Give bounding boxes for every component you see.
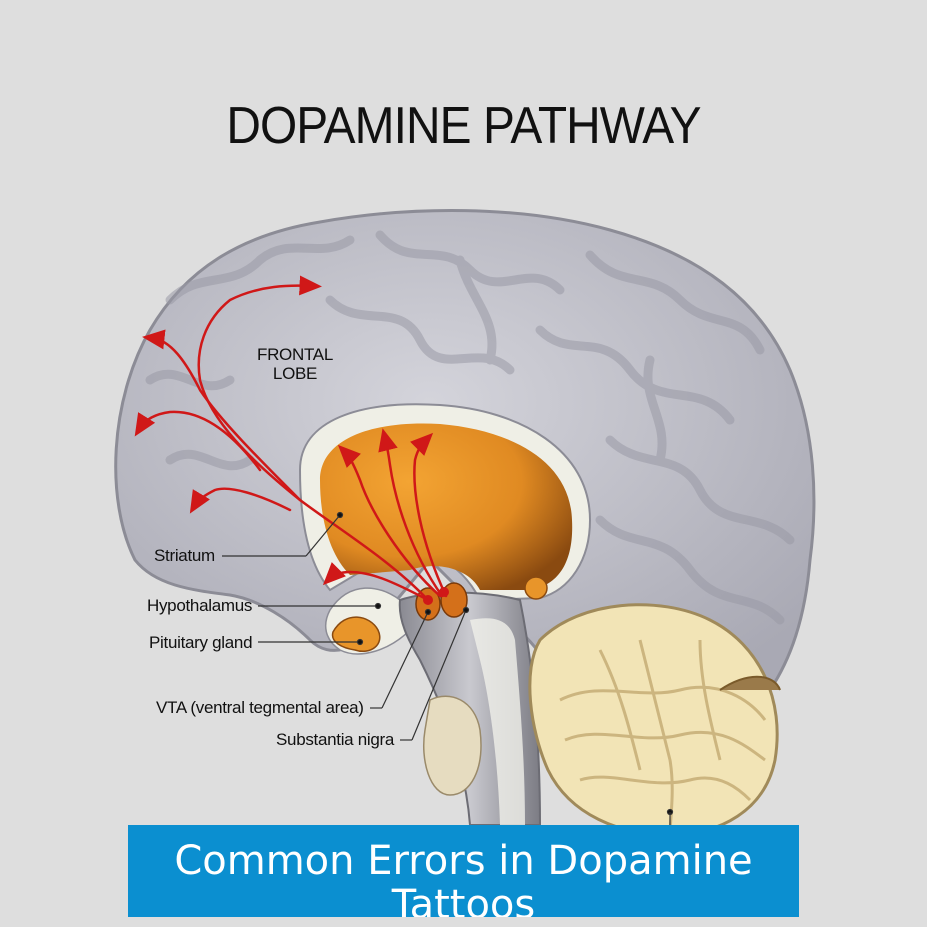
pineal-knob (524, 576, 548, 600)
gyri-texture (145, 230, 795, 625)
label-striatum: Striatum (154, 546, 215, 565)
caption-banner: Common Errors in Dopamine Tattoos (128, 825, 799, 917)
pathway-origin (439, 587, 449, 597)
label-frontal-lobe-line2: LOBE (272, 364, 318, 383)
brainstem-inner (470, 618, 525, 825)
label-frontal-lobe-line1: FRONTAL (257, 345, 333, 364)
label-frontal-lobe: FRONTAL LOBE (252, 345, 338, 383)
pathway-arrow (134, 410, 262, 472)
diagram-title: DOPAMINE PATHWAY (226, 97, 701, 155)
pathway-arrow (378, 428, 444, 598)
cerebellum-shape (528, 603, 779, 837)
cerebellum-edge (719, 675, 781, 691)
pathway-arrow (337, 444, 442, 598)
pathway-origin (423, 595, 433, 605)
pons-shape (423, 695, 482, 796)
label-vta: VTA (ventral tegmental area) (156, 698, 364, 717)
dopamine-pathways (134, 275, 448, 602)
label-pituitary-gland: Pituitary gland (149, 633, 253, 652)
label-substantia-nigra: Substantia nigra (276, 730, 395, 749)
pathway-arrow (142, 329, 302, 502)
striatum-shape (320, 423, 573, 590)
pathway-arrow (322, 562, 430, 602)
label-hypothalamus: Hypothalamus (147, 596, 253, 615)
pathway-arrow (410, 432, 448, 598)
pituitary-shape (331, 616, 381, 652)
pathway-arrow (189, 487, 292, 514)
leader-lines (222, 511, 674, 825)
caption-text: Common Errors in Dopamine Tattoos (174, 838, 753, 917)
